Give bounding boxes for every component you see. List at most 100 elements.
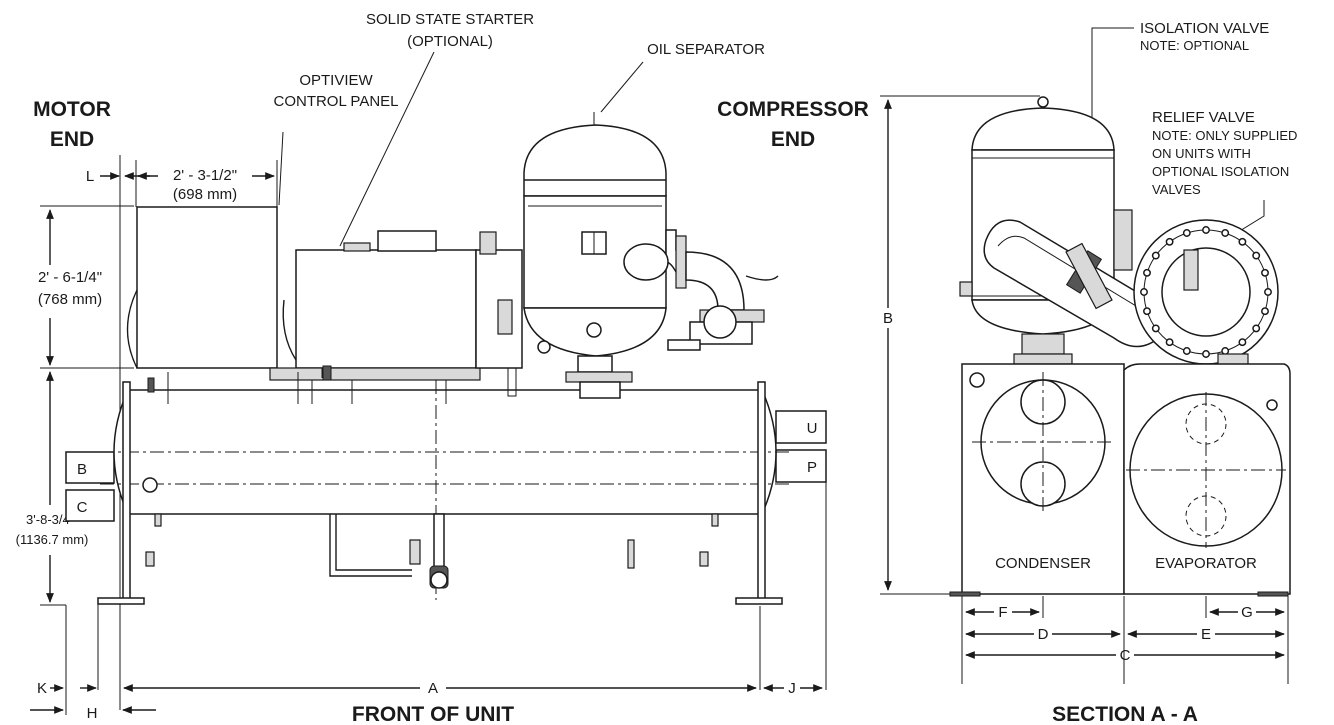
dim-E-letter: E bbox=[1201, 626, 1211, 643]
suction-pipe-inner bbox=[997, 235, 1147, 313]
dim-C-letter: C bbox=[1120, 647, 1131, 664]
section-view: ISOLATION VALVE NOTE: OPTIONAL RELIEF VA… bbox=[880, 20, 1297, 725]
drive-cap bbox=[479, 231, 497, 255]
drain-valve-wheel bbox=[430, 571, 448, 589]
condenser-neck bbox=[1021, 333, 1065, 355]
evaporator-label: EVAPORATOR bbox=[1155, 555, 1257, 572]
drive-support bbox=[507, 367, 517, 397]
flange-bolt bbox=[1182, 229, 1191, 237]
drain-plug bbox=[627, 539, 635, 569]
isolation-valve-flange bbox=[1065, 242, 1113, 310]
evaporator-inner-cover bbox=[1161, 247, 1251, 337]
starter-top-cap bbox=[343, 242, 371, 252]
flange-bolt bbox=[1143, 268, 1151, 277]
right-foot bbox=[735, 597, 783, 605]
flange-bolt bbox=[1202, 350, 1210, 358]
shell-bracket bbox=[145, 551, 155, 567]
motor-housing-curve bbox=[126, 289, 138, 369]
drain-fitting bbox=[409, 539, 421, 565]
suction-elbow bbox=[623, 243, 669, 281]
shell-bracket bbox=[711, 513, 719, 527]
flange-bolts bbox=[1140, 226, 1272, 358]
drain-pipe bbox=[329, 514, 412, 577]
dim-L-letter: L bbox=[86, 168, 94, 185]
section-ext-lines bbox=[961, 596, 1289, 684]
dim-G-letter: G bbox=[1241, 604, 1253, 621]
flange-bolt bbox=[1252, 251, 1261, 260]
panel-base-rail bbox=[269, 367, 481, 381]
solid-state-starter-box bbox=[295, 249, 477, 369]
oil-separator-label: OIL SEPARATOR bbox=[647, 41, 765, 58]
optiview-control-panel bbox=[136, 206, 278, 369]
flange-bolt bbox=[1264, 288, 1272, 296]
condenser-foot bbox=[949, 591, 981, 597]
flange-bolt bbox=[1165, 338, 1174, 347]
nozzle-letter-B: B bbox=[77, 461, 87, 478]
vessel-side-boss bbox=[1113, 209, 1133, 271]
front-view: MOTOR END COMPRESSOR END OPTIVIEW CONTRO… bbox=[16, 11, 869, 725]
relief-valve-note-line1: NOTE: ONLY SUPPLIED bbox=[1152, 128, 1297, 143]
left-foot bbox=[97, 597, 145, 605]
flange-bolt bbox=[1140, 288, 1148, 296]
oil-separator-top-head bbox=[523, 124, 667, 197]
flange-bolt bbox=[1151, 324, 1160, 333]
relief-valve-label: RELIEF VALVE bbox=[1152, 109, 1255, 126]
separator-flange bbox=[565, 371, 633, 383]
discharge-handle bbox=[745, 275, 779, 281]
vessel-side-nozzle bbox=[959, 281, 973, 297]
nozzle-tab-B bbox=[65, 451, 115, 484]
section-view-title: SECTION A - A bbox=[1052, 703, 1198, 725]
lower-connector bbox=[667, 339, 701, 351]
lifting-lug bbox=[1037, 96, 1049, 108]
dim-D-letter: D bbox=[1038, 626, 1049, 643]
shell-bracket bbox=[699, 551, 709, 567]
drain-riser bbox=[433, 513, 445, 573]
condenser-neck-flange bbox=[1013, 353, 1073, 365]
discharge-pipe bbox=[685, 251, 745, 311]
left-leg bbox=[122, 381, 131, 601]
flange-bolt bbox=[1261, 307, 1269, 316]
right-leg bbox=[757, 381, 766, 601]
front-view-title: FRONT OF UNIT bbox=[352, 703, 514, 725]
valve-fitting bbox=[147, 377, 155, 393]
flange-bolt bbox=[1221, 347, 1230, 355]
separator-lower-neck bbox=[579, 381, 621, 399]
shell-bracket bbox=[154, 513, 162, 527]
flange-bolt bbox=[1252, 324, 1261, 333]
drive-block bbox=[497, 299, 513, 335]
relief-valve-note-line4: VALVES bbox=[1152, 182, 1201, 197]
solid-state-starter-label-line2: (OPTIONAL) bbox=[407, 33, 493, 50]
lifting-hole-right bbox=[1266, 399, 1278, 411]
vessel-top-head bbox=[971, 107, 1115, 151]
flange-bolt bbox=[1151, 251, 1160, 260]
discharge-flange bbox=[675, 235, 687, 289]
oil-fitting bbox=[537, 340, 551, 354]
solid-state-starter-label-line1: SOLID STATE STARTER bbox=[366, 11, 534, 28]
nozzle-letter-P: P bbox=[807, 459, 817, 476]
optiview-label-line2: CONTROL PANEL bbox=[273, 93, 398, 110]
oil-separator-bands bbox=[528, 205, 662, 309]
flange-bolt bbox=[1221, 229, 1230, 237]
flange-bolt bbox=[1165, 237, 1174, 246]
flange-bolt bbox=[1202, 226, 1210, 234]
flange-bolt bbox=[1261, 268, 1269, 277]
oil-sight-glass bbox=[586, 322, 602, 338]
nozzle-tab-C bbox=[65, 489, 115, 522]
mount-rods bbox=[167, 368, 447, 404]
discharge-valve bbox=[703, 305, 737, 339]
compressor-end-label-line1: COMPRESSOR bbox=[717, 98, 869, 121]
panel-height-mm: (768 mm) bbox=[38, 291, 102, 308]
panel-height-ft: 2' - 6-1/4" bbox=[38, 269, 102, 286]
panel-width-mm: (698 mm) bbox=[173, 186, 237, 203]
motor-end-label-line2: END bbox=[50, 128, 94, 151]
flange-bolt bbox=[1143, 307, 1151, 316]
nozzle-tab-P bbox=[775, 449, 827, 483]
lower-height-mm: (1136.7 mm) bbox=[16, 532, 89, 547]
dim-J-letter: J bbox=[788, 680, 796, 697]
condenser-label: CONDENSER bbox=[995, 555, 1091, 572]
shell-sight-glass bbox=[142, 477, 158, 493]
valve-fitting bbox=[322, 365, 332, 381]
dim-B-letter: B bbox=[883, 310, 893, 327]
motor-body-curve bbox=[282, 299, 297, 361]
dim-F-letter: F bbox=[998, 604, 1007, 621]
